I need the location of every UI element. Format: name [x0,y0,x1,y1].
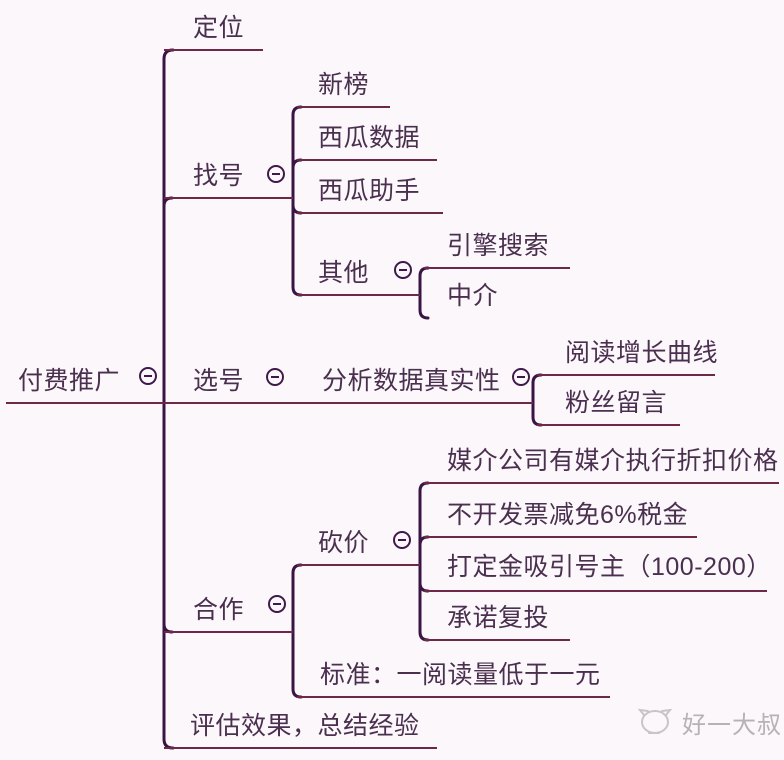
node-root-paid-promotion[interactable]: 付费推广 [18,367,121,395]
watermark-text: 好一大叔 [682,711,782,739]
node-bargain[interactable]: 砍价 [318,529,370,557]
node-reading-growth-curve[interactable]: 阅读增长曲线 [565,339,719,367]
collapse-icon-select-accounts[interactable] [266,368,284,386]
node-promise-repeat-investment[interactable]: 承诺复投 [447,604,550,632]
minus-glyph [399,269,407,271]
collapse-icon-root[interactable] [139,367,157,385]
collapse-icon-analyze-data[interactable] [512,368,530,386]
node-newrank[interactable]: 新榜 [318,71,370,99]
node-others[interactable]: 其他 [318,259,370,287]
minus-glyph [398,539,406,541]
node-standard-cost-per-read[interactable]: 标准：一阅读量低于一元 [320,661,601,689]
node-find-accounts[interactable]: 找号 [193,162,245,190]
node-positioning[interactable]: 定位 [193,14,245,42]
node-xigua-assistant[interactable]: 西瓜助手 [318,177,421,205]
node-no-invoice-tax-deduction[interactable]: 不开发票减免6%税金 [447,501,689,529]
node-analyze-data-authenticity[interactable]: 分析数据真实性 [322,367,501,395]
node-agency[interactable]: 中介 [447,282,499,310]
minus-glyph [272,173,280,175]
collapse-icon-others[interactable] [394,261,412,279]
node-xigua-data[interactable]: 西瓜数据 [318,124,421,152]
watermark-logo-icon [637,708,673,734]
node-media-company-discount[interactable]: 媒介公司有媒介执行折扣价格 [447,447,779,475]
watermark: 好一大叔 [636,703,782,741]
node-cooperation[interactable]: 合作 [193,596,245,624]
collapse-icon-find-accounts[interactable] [267,165,285,183]
minus-glyph [271,376,279,378]
minus-glyph [517,376,525,378]
node-deposit-attract-owner[interactable]: 打定金吸引号主（100-200） [447,553,772,581]
collapse-icon-cooperation[interactable] [268,595,286,613]
node-evaluate-summarize[interactable]: 评估效果，总结经验 [190,712,420,740]
minus-glyph [273,603,281,605]
node-fan-comments[interactable]: 粉丝留言 [565,389,668,417]
minus-glyph [144,375,152,377]
collapse-icon-bargain[interactable] [393,531,411,549]
node-select-accounts[interactable]: 选号 [193,367,245,395]
node-engine-search[interactable]: 引擎搜索 [447,232,550,260]
